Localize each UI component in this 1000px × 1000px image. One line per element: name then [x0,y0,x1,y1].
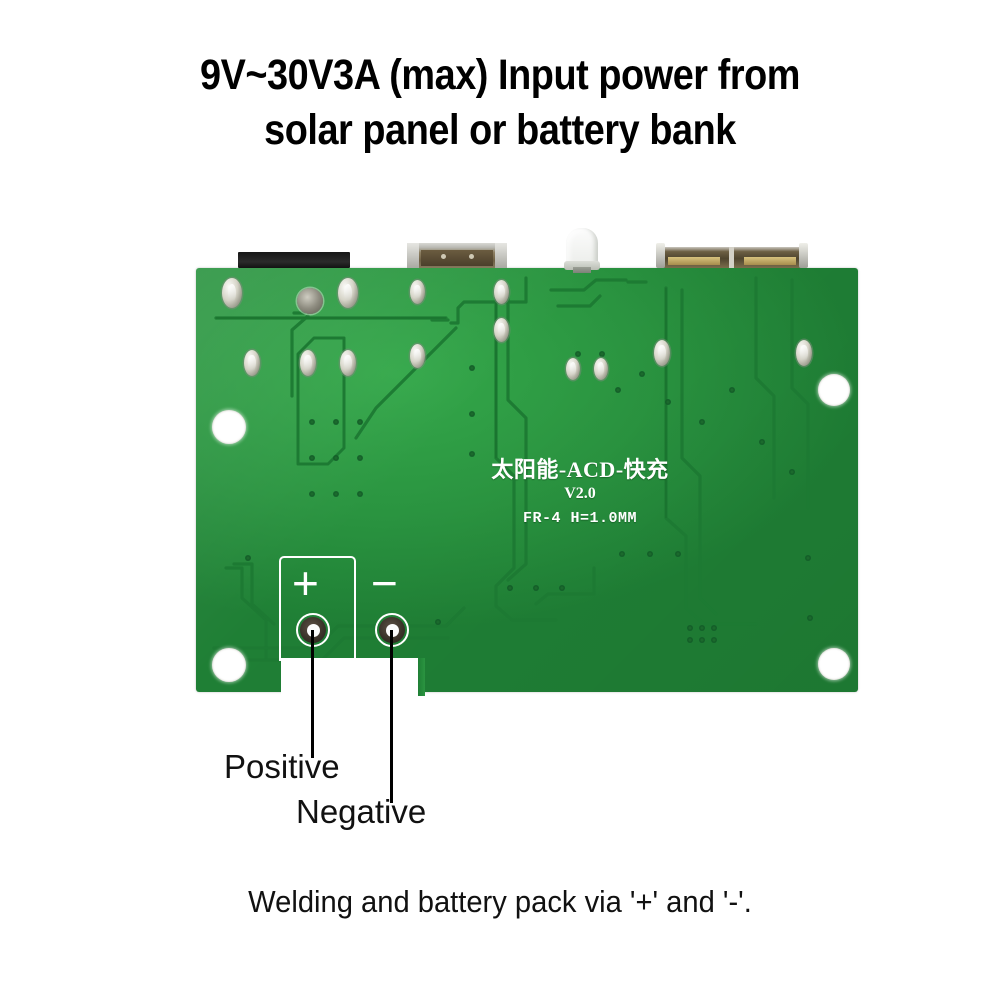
via [666,400,670,404]
via [712,626,716,630]
solder-pad [410,344,425,368]
via [358,456,362,460]
via [310,456,314,460]
headline-line-2: solar panel or battery bank [264,106,736,155]
usb-output-divider [729,247,734,268]
usb-a-port [407,243,507,268]
via [334,456,338,460]
via [534,586,538,590]
positive-callout-label: Positive [224,748,340,785]
usb-a-pin [469,254,474,259]
via [334,420,338,424]
via [600,352,604,356]
solder-pad [796,340,812,366]
via [676,552,680,556]
solder-pad [566,358,580,380]
usb-a-pin [441,254,446,259]
pcb-notch [281,658,418,696]
via [616,388,620,392]
solder-pad [338,278,358,308]
via [648,552,652,556]
black-edge-connector [238,252,350,268]
via [808,616,812,620]
via [470,366,474,370]
usb-output-contacts-left [668,257,720,265]
solder-pad [594,358,608,380]
usb-a-cavity [421,250,493,266]
led-legs [573,267,591,273]
pcb-step-edge [418,658,425,696]
mounting-hole-right-bottom [818,648,850,680]
bottom-caption: Welding and battery pack via '+' and '-'… [248,884,752,919]
via [700,626,704,630]
solder-pad [222,278,242,308]
via [508,586,512,590]
via [310,420,314,424]
solder-pad [244,350,260,376]
via [700,638,704,642]
via [712,638,716,642]
via [310,492,314,496]
via [760,440,764,444]
via [688,638,692,642]
via [790,470,794,474]
via [688,626,692,630]
mounting-hole-right-top [818,374,850,406]
positive-leader-line [311,630,314,758]
usb-output-port [656,243,808,268]
via [470,412,474,416]
via [640,372,644,376]
via [358,420,362,424]
via [576,352,580,356]
via [358,492,362,496]
page-title: 9V~30V3A (max) Input power from solar pa… [60,48,940,158]
negative-callout-label: Negative [296,793,427,830]
via [246,556,250,560]
usb-a-shield-tab-right [495,243,507,268]
mounting-hole-left-top [212,410,246,444]
solder-pad [340,350,356,376]
usb-a-shield-tab-left [407,243,419,268]
via [620,552,624,556]
mounting-hole-left-bottom [212,648,246,682]
via [730,388,734,392]
headline-line-1: 9V~30V3A (max) Input power from [199,51,800,99]
via [806,556,810,560]
silkscreen-material: FR-4 H=1.0MM [522,510,638,527]
usb-output-contacts-right [744,257,796,265]
usb-output-shield-tab-left [656,243,665,268]
solder-pad [654,340,670,366]
led-indicator [564,228,600,273]
solder-pad [300,350,316,376]
positive-terminal-mark: + [292,557,319,609]
via [334,492,338,496]
via [436,620,440,624]
negative-leader-line [390,630,393,803]
silkscreen-version: V2.0 [564,485,596,502]
solder-pad [410,280,425,304]
via [560,586,564,590]
solder-pad [494,280,509,304]
silkscreen-title: 太阳能-ACD-快充 [491,457,669,482]
via [470,452,474,456]
usb-output-shield-tab-right [799,243,808,268]
led-flange [564,261,600,270]
via [700,420,704,424]
negative-terminal-mark: − [371,557,398,609]
round-component [297,288,323,314]
solder-pad [494,318,509,342]
